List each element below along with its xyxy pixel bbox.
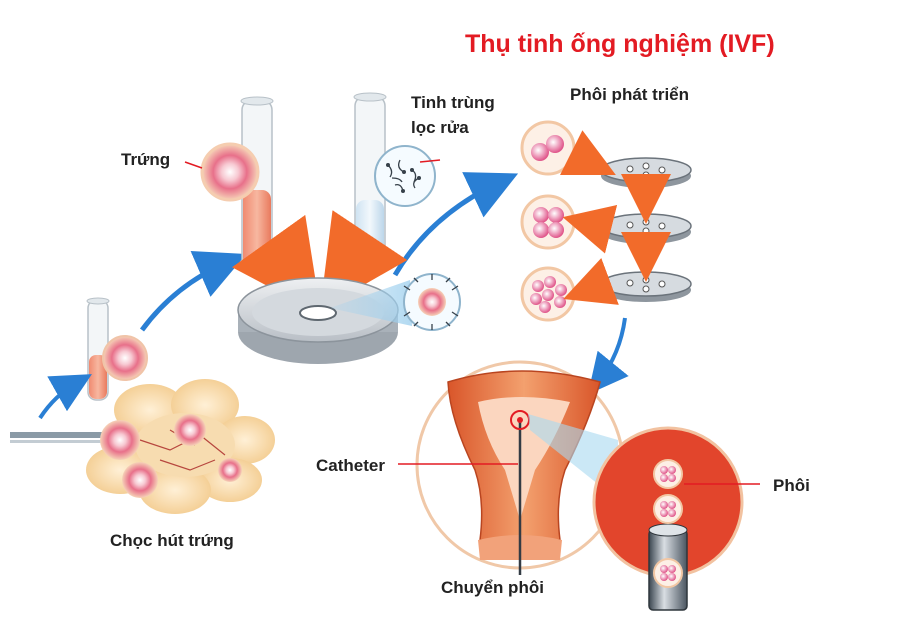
label-catheter: Catheter: [316, 456, 385, 475]
arrow-cell-to-dish-2: [562, 205, 618, 254]
embryo-4cell-icon: [520, 194, 576, 250]
egg-in-small-tube-icon: [102, 335, 148, 381]
petri-dish-icon: [237, 277, 399, 364]
culture-dish-3-icon: [600, 271, 692, 302]
embryo-growth-group: [520, 120, 692, 322]
label-embryo-transfer: Chuyển phôi: [441, 578, 544, 597]
arrow-sperm-to-dish: [320, 210, 408, 310]
sperm-icon: [374, 145, 441, 207]
small-test-tube-icon: [86, 297, 110, 401]
fertilization-group: [184, 92, 461, 364]
culture-dish-1-icon: [600, 157, 692, 188]
egg-icon: [200, 142, 260, 202]
embryo-2cell-icon: [520, 120, 576, 176]
label-sperm-line2: lọc rửa: [411, 118, 469, 137]
arrow-retrieval-to-tube: [38, 374, 92, 420]
arrow-tube-to-dish: [139, 251, 247, 332]
embryo-zoom-icon: [592, 426, 744, 611]
arrow-growth-to-transfer: [587, 317, 629, 395]
egg-retrieval-group: [10, 297, 275, 514]
label-sperm-line1: Tinh trùng: [411, 93, 495, 112]
culture-dish-2-icon: [600, 213, 692, 244]
embryo-8cell-icon: [520, 266, 576, 322]
embryo-transfer-group: [398, 360, 760, 611]
label-egg: Trứng: [121, 150, 171, 169]
arrow-cell-to-dish-1: [559, 130, 616, 175]
label-embryo-growth: Phôi phát triển: [570, 85, 689, 104]
label-egg-retrieval: Chọc hút trứng: [110, 531, 234, 550]
fertilized-egg-icon: [403, 273, 461, 331]
arrow-cell-to-dish-3: [563, 258, 619, 305]
retrieval-needle: [10, 432, 120, 438]
label-embryo: Phôi: [773, 476, 810, 495]
diagram-title: Thụ tinh ống nghiệm (IVF): [465, 30, 775, 58]
ovary-icon: [86, 379, 275, 514]
